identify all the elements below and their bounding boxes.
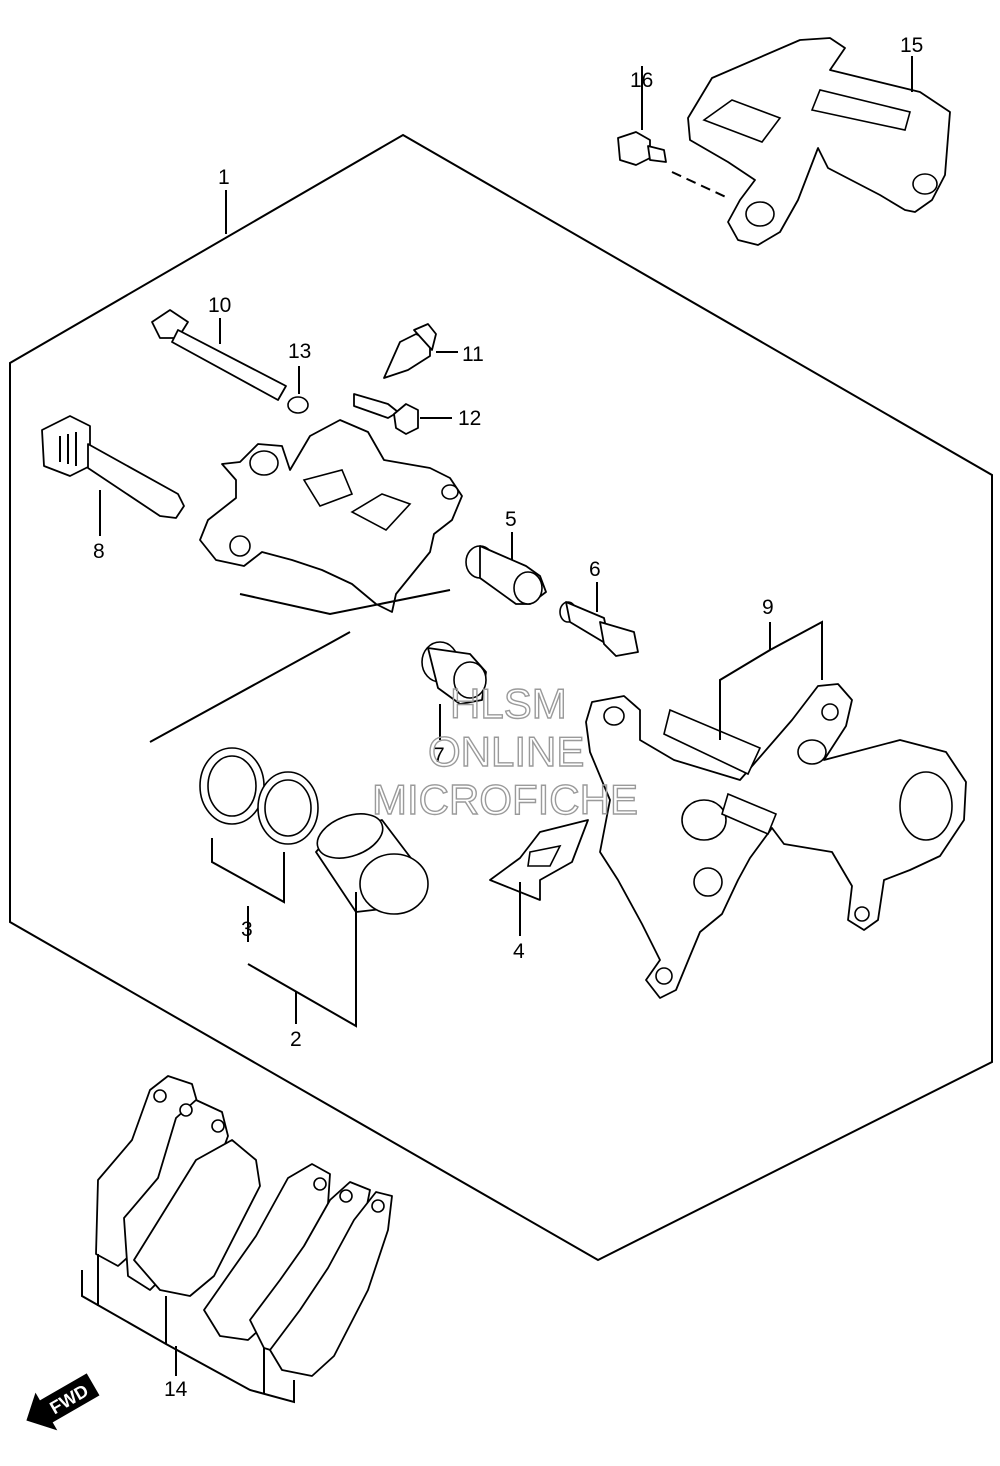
part-7-boot <box>421 641 487 705</box>
part-13-o-ring <box>287 396 309 414</box>
callout-13: 13 <box>288 340 311 363</box>
callout-5: 5 <box>505 508 517 531</box>
callout-7: 7 <box>433 744 445 767</box>
watermark: HLSM ONLINE MICROFICHE <box>371 679 638 823</box>
assembly-outline <box>9 133 993 1262</box>
fwd-arrow-icon <box>26 1373 100 1431</box>
callout-9: 9 <box>762 596 774 619</box>
part-10-pin <box>151 309 287 401</box>
leader-lines <box>81 56 913 1404</box>
callout-15: 15 <box>900 34 923 57</box>
part-9-carrier <box>585 683 967 999</box>
watermark-line-1: HLSM <box>450 680 567 727</box>
watermark-line-2: ONLINE <box>428 728 584 775</box>
part-4-spring <box>489 819 589 901</box>
callout-labels: 1 2 3 4 5 6 7 8 9 10 11 12 13 14 15 16 <box>93 34 923 1401</box>
part-6-pin <box>559 601 639 657</box>
callout-14: 14 <box>164 1378 188 1401</box>
callout-12: 12 <box>458 407 481 430</box>
part-12-cap <box>353 393 419 435</box>
watermark-line-3: MICROFICHE <box>372 776 638 823</box>
part-15-bracket <box>687 37 951 246</box>
callout-4: 4 <box>513 940 525 963</box>
callout-6: 6 <box>589 558 601 581</box>
part-14-pads <box>95 1075 393 1377</box>
callout-3: 3 <box>241 918 253 941</box>
fwd-direction-badge: FWD <box>26 1373 100 1431</box>
part-16-bolt <box>617 131 729 199</box>
part-2-piston <box>315 813 429 915</box>
part-5-boot <box>465 545 547 605</box>
callout-1: 1 <box>218 166 230 189</box>
callout-2: 2 <box>290 1028 302 1051</box>
callout-16: 16 <box>630 69 653 92</box>
part-3-seals <box>199 747 319 845</box>
callout-10: 10 <box>208 294 231 317</box>
part-11-bleeder <box>383 323 437 379</box>
caliper-body <box>199 419 463 616</box>
callout-11: 11 <box>462 343 484 366</box>
callout-8: 8 <box>93 540 105 563</box>
part-8-pin <box>41 415 185 519</box>
